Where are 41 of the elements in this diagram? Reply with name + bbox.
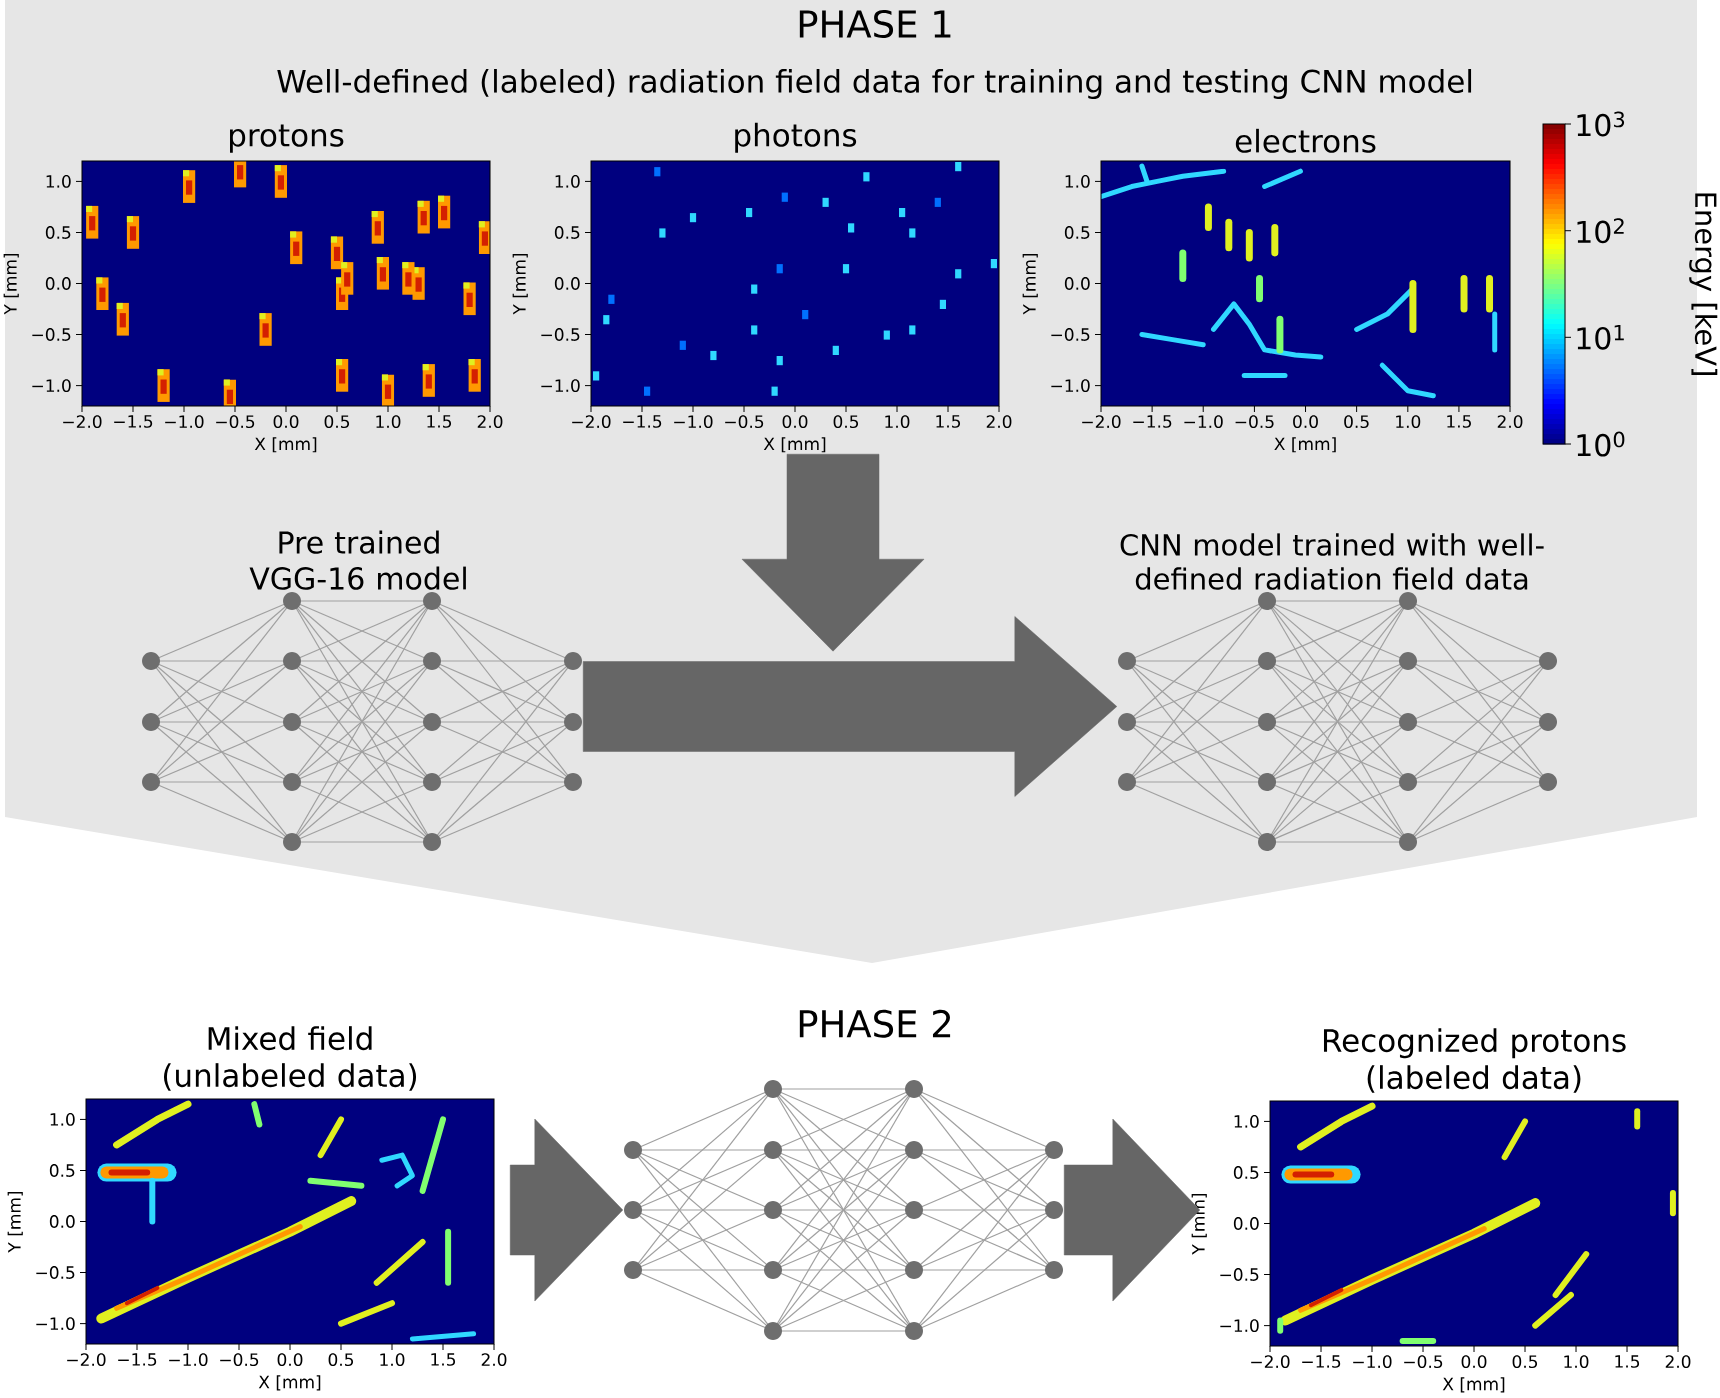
tick-label: 2.0 — [477, 415, 503, 429]
axis-label: X [mm] — [1442, 1377, 1505, 1393]
network-heading: Pre trained VGG-16 model — [249, 530, 466, 590]
plot-title: Mixed field (unlabeled data) — [164, 1026, 417, 1091]
tick-label: −2.0 — [63, 415, 102, 429]
axis-label: Energy [keV] — [1689, 193, 1718, 375]
axis-label: X [mm] — [763, 437, 826, 453]
tick-label: 10$^{3}$ — [1577, 111, 1625, 137]
tick-label: 2.0 — [1665, 1355, 1691, 1369]
tick-label: 2.0 — [481, 1353, 507, 1367]
axis-label: X [mm] — [1274, 437, 1336, 453]
tick-label: −2.0 — [1251, 1355, 1290, 1369]
network-heading: CNN model trained with well-defined radiation field data — [1120, 533, 1544, 590]
plot-title: electrons — [1235, 128, 1376, 153]
tick-label: 10$^{0}$ — [1577, 431, 1625, 457]
tick-label: −2.0 — [67, 1353, 106, 1367]
axis-label: X [mm] — [258, 1375, 321, 1391]
network-heading: PHASE 2 — [799, 1009, 951, 1038]
tick-label: −2.0 — [1082, 415, 1121, 429]
axis-label: Y [mm] — [1191, 1193, 1207, 1255]
axis-label: X [mm] — [254, 437, 317, 453]
block-arrow — [741, 453, 925, 652]
band-title: PHASE 1 — [799, 10, 951, 38]
tick-label: 2.0 — [1497, 415, 1523, 429]
tick-label: −0.5 — [541, 328, 580, 341]
plot-title: photons — [735, 122, 857, 153]
tick-label: −1.0 — [541, 379, 580, 393]
block-arrow — [582, 616, 1118, 797]
plot-title: protons — [230, 124, 344, 153]
axis-label: Y [mm] — [512, 253, 528, 315]
axis-label: Y [mm] — [7, 1191, 23, 1253]
axis-label: Y [mm] — [1022, 253, 1038, 315]
block-arrow — [509, 1118, 624, 1302]
tick-label: 2.0 — [986, 415, 1012, 429]
tick-label: −2.0 — [572, 415, 611, 429]
tick-label: 10$^{2}$ — [1577, 218, 1624, 244]
block-arrow — [1063, 1118, 1201, 1302]
band-subtitle: Well-defined (labeled) radiation field data for training and testing CNN model — [277, 69, 1472, 99]
tick-label: 10$^{1}$ — [1577, 324, 1624, 350]
plot-title: Recognized protons (labeled data) — [1324, 1028, 1626, 1093]
axis-label: Y [mm] — [3, 253, 19, 315]
